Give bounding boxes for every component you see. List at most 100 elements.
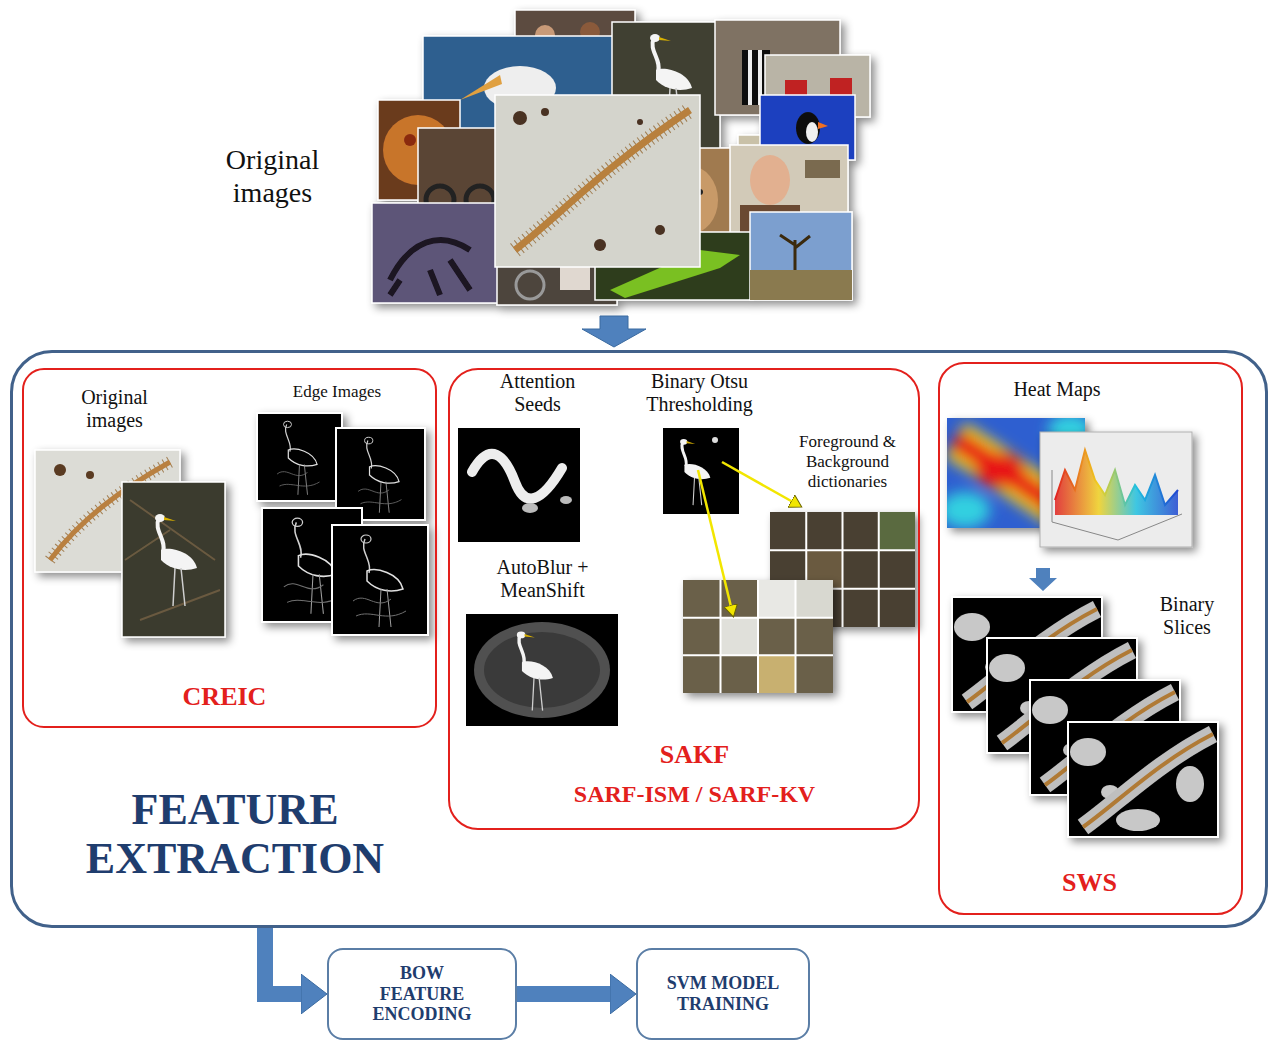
panel-title: FEATURE EXTRACTION bbox=[50, 785, 420, 884]
process-label: SVM MODEL TRAINING bbox=[658, 973, 788, 1014]
sakf-illustration bbox=[722, 462, 800, 506]
sakf-illustration bbox=[517, 631, 553, 710]
creic-illustration bbox=[336, 428, 425, 520]
text-slot: AutoBlur + MeanShift bbox=[478, 556, 608, 603]
feature-extraction-panel: FEATURE EXTRACTION Original images Edge Im… bbox=[10, 350, 1268, 928]
sakf-illustration bbox=[663, 428, 739, 514]
creic-illustration bbox=[284, 518, 339, 614]
sws-illustration bbox=[1040, 432, 1192, 547]
image-collage bbox=[750, 212, 852, 300]
sakf-illustration bbox=[522, 503, 538, 513]
image-collage bbox=[372, 203, 499, 303]
text-slot: Foreground & Background dictionaries bbox=[778, 432, 918, 492]
image-collage bbox=[515, 110, 690, 250]
text-slot: Edge Images bbox=[265, 382, 410, 402]
image-collage bbox=[594, 239, 606, 251]
creic-illustration bbox=[358, 437, 401, 512]
flow-arrow bbox=[265, 928, 301, 994]
text-slot: CREIC bbox=[130, 682, 320, 713]
creic-illustration bbox=[257, 413, 342, 501]
image-collage bbox=[516, 271, 544, 299]
text-slot: Binary Slices bbox=[1140, 593, 1235, 640]
image-caption: Heat Maps bbox=[990, 378, 1125, 402]
method-box: Original images Edge ImagesCREIC bbox=[22, 368, 437, 728]
image-caption: Binary Slices bbox=[1140, 593, 1235, 640]
creic-illustration bbox=[155, 514, 197, 606]
sws-illustration bbox=[1068, 722, 1218, 837]
sws-illustration bbox=[1068, 722, 1218, 837]
image-collage bbox=[637, 119, 643, 125]
sws-illustration bbox=[1055, 450, 1178, 505]
image-collage bbox=[541, 108, 549, 116]
image-collage bbox=[495, 95, 700, 267]
creic-illustration bbox=[122, 482, 225, 637]
flow-block-arrow bbox=[582, 316, 646, 347]
text-slot: Binary Otsu Thresholding bbox=[630, 370, 770, 417]
sws-illustration bbox=[975, 452, 1025, 488]
sakf-illustration bbox=[683, 580, 833, 693]
image-collage bbox=[805, 160, 840, 178]
creic-illustration bbox=[35, 413, 428, 637]
text-slot: Original images bbox=[55, 386, 175, 433]
text-slot: BOW FEATURE ENCODING bbox=[366, 963, 478, 1025]
image-collage bbox=[390, 240, 470, 295]
sakf-illustration bbox=[796, 580, 834, 618]
collage-label: Original images bbox=[205, 143, 340, 209]
method-box: Attention Seeds Binary Otsu ThresholdingF… bbox=[448, 368, 920, 830]
sakf-illustration bbox=[466, 614, 618, 726]
creic-illustration bbox=[353, 535, 406, 627]
sakf-illustration bbox=[472, 454, 562, 499]
method-name: SARF-ISM / SARF-KV bbox=[500, 780, 890, 808]
creic-illustration bbox=[125, 500, 220, 620]
image-collage bbox=[750, 155, 790, 205]
creic-illustration bbox=[86, 471, 94, 479]
image-caption: Foreground & Background dictionaries bbox=[778, 432, 918, 492]
image-collage bbox=[796, 112, 820, 144]
image-collage bbox=[404, 134, 416, 146]
sakf-illustration bbox=[698, 470, 733, 615]
sakf-illustration bbox=[683, 580, 833, 693]
text-slot: Attention Seeds bbox=[478, 370, 598, 417]
text-slot: SAKF bbox=[600, 740, 790, 771]
method-box: Heat MapsBinary SlicesSWS bbox=[938, 362, 1243, 915]
text-slot: Heat Maps bbox=[990, 378, 1125, 402]
sakf-illustration bbox=[560, 496, 572, 504]
method-name: SWS bbox=[1010, 868, 1170, 899]
sws-illustration bbox=[1040, 432, 1192, 547]
image-collage bbox=[818, 122, 828, 129]
image-caption: Binary Otsu Thresholding bbox=[630, 370, 770, 417]
image-caption: Attention Seeds bbox=[478, 370, 598, 417]
text-slot: SVM MODEL TRAINING bbox=[658, 973, 788, 1014]
sws-illustration bbox=[1068, 722, 1218, 837]
sakf-illustration bbox=[458, 428, 580, 542]
text-slot: SWS bbox=[1010, 868, 1170, 899]
process-box: BOW FEATURE ENCODING bbox=[327, 948, 517, 1040]
sakf-illustration bbox=[878, 512, 915, 550]
sws-illustration bbox=[947, 492, 990, 528]
text-slot: Original images bbox=[205, 143, 340, 209]
image-collage bbox=[748, 50, 752, 105]
sakf-illustration bbox=[721, 618, 759, 656]
sakf-illustration bbox=[758, 580, 796, 618]
text-slot: SARF-ISM / SARF-KV bbox=[500, 780, 890, 808]
creic-illustration bbox=[35, 450, 225, 637]
creic-illustration bbox=[277, 421, 319, 495]
image-collage bbox=[515, 110, 690, 250]
flow-arrow bbox=[517, 986, 610, 1002]
sakf-illustration bbox=[683, 580, 833, 693]
sws-illustration bbox=[1029, 568, 1057, 591]
image-collage bbox=[780, 235, 810, 270]
sws-illustration bbox=[1055, 450, 1178, 515]
sakf-illustration bbox=[758, 655, 796, 693]
image-collage bbox=[806, 122, 818, 142]
sakf-illustration bbox=[474, 622, 610, 718]
image-caption: AutoBlur + MeanShift bbox=[478, 556, 608, 603]
sakf-illustration bbox=[680, 439, 710, 505]
image-collage bbox=[655, 225, 665, 235]
method-name: SAKF bbox=[600, 740, 790, 771]
image-collage bbox=[372, 10, 870, 305]
method-name: CREIC bbox=[130, 682, 320, 713]
image-collage bbox=[372, 10, 870, 305]
flow-block-arrow bbox=[582, 316, 646, 347]
